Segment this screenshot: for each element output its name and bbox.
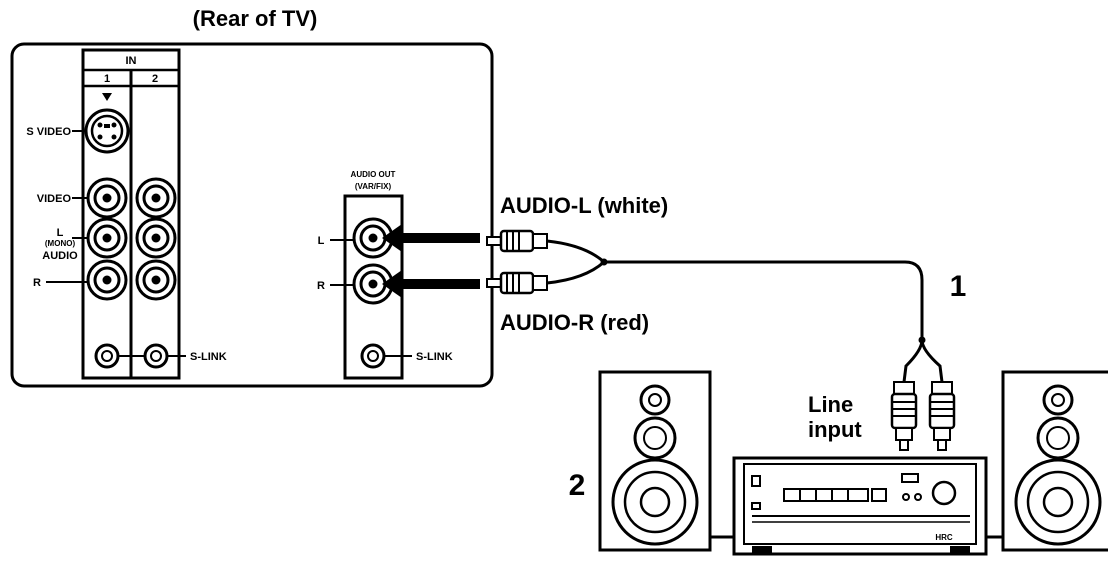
step-1-label: 1 xyxy=(950,270,967,303)
audio-input-label: AUDIO xyxy=(42,250,78,262)
audio-out-l-label: L xyxy=(318,235,325,247)
l-input-label: L xyxy=(57,227,64,239)
audio-r-jack-1 xyxy=(86,259,128,301)
audio-l-jack-2 xyxy=(135,217,177,259)
mono-label: (MONO) xyxy=(45,239,76,248)
audio-r-jack-2 xyxy=(135,259,177,301)
audio-out-r-label: R xyxy=(317,280,325,292)
s-link-left-label: S-LINK xyxy=(190,351,227,363)
s-link-right-label: S-LINK xyxy=(416,351,453,363)
audio-amplifier: HRC xyxy=(732,456,988,556)
diagram-title: (Rear of TV) xyxy=(193,6,318,31)
input-2-label: 2 xyxy=(152,73,158,85)
in-header: IN xyxy=(126,55,137,67)
var-fix-label: (VAR/FIX) xyxy=(355,182,392,191)
s-link-jack-left xyxy=(94,343,120,369)
audio-l-cable-label: AUDIO-L (white) xyxy=(500,193,668,218)
s-video-label: S VIDEO xyxy=(26,126,71,138)
s-link-jack-left-2 xyxy=(143,343,169,369)
step-2-label: 2 xyxy=(569,469,586,502)
line-input-label-2: input xyxy=(808,417,862,442)
s-link-jack-right xyxy=(360,343,386,369)
rca-plug-white xyxy=(485,229,549,253)
video-label: VIDEO xyxy=(37,193,72,205)
line-input-label-1: Line xyxy=(808,392,853,417)
arrow-left-icon xyxy=(382,224,480,252)
video-jack-1 xyxy=(86,177,128,219)
audio-r-cable-label: AUDIO-R (red) xyxy=(500,310,649,335)
audio-out-label: AUDIO OUT xyxy=(351,170,396,179)
video-jack-2 xyxy=(135,177,177,219)
rca-plug-red xyxy=(485,271,549,295)
s-video-jack xyxy=(84,108,130,154)
input-1-label: 1 xyxy=(104,73,110,85)
r-input-label: R xyxy=(33,277,41,289)
line-input-plug-left xyxy=(890,380,918,452)
amp-badge: HRC xyxy=(935,533,953,542)
arrow-left-icon xyxy=(382,270,480,298)
audio-l-jack-1 xyxy=(86,217,128,259)
speaker-left xyxy=(598,370,712,552)
triangle-marker-icon xyxy=(102,93,112,101)
speaker-right xyxy=(1001,370,1108,552)
line-input-plug-right xyxy=(928,380,956,452)
